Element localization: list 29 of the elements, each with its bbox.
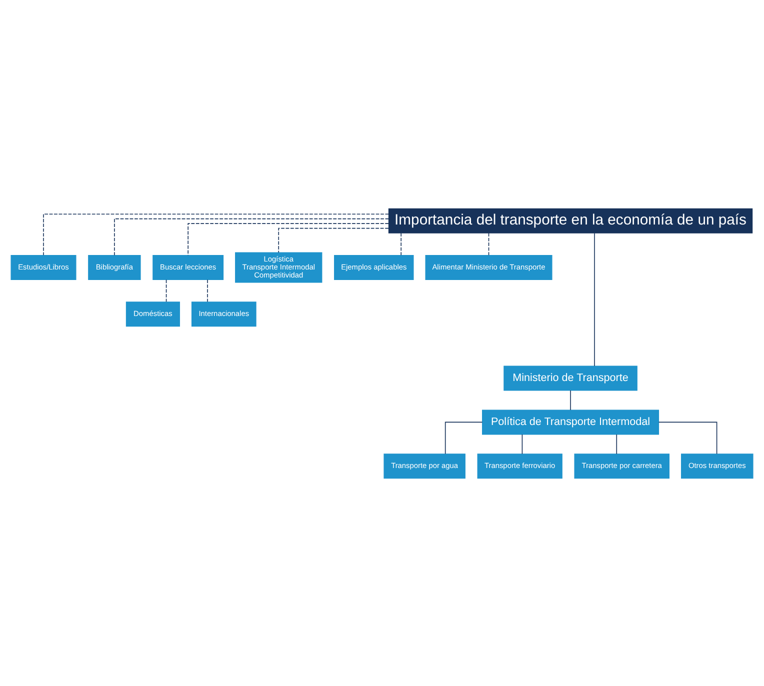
node-box: Ministerio de Transporte <box>504 365 638 390</box>
connector <box>488 232 490 256</box>
connector <box>43 213 389 256</box>
node-box: Política de Transporte Intermodal <box>482 409 660 434</box>
connector <box>570 390 571 410</box>
node-box: Transporte ferroviario <box>477 453 562 478</box>
connector <box>114 218 390 256</box>
connector <box>188 222 389 256</box>
node-box: Importancia del transporte en la economía de un país <box>388 208 753 233</box>
connector <box>278 227 389 252</box>
node-box: Internacionales <box>191 301 256 326</box>
connector <box>166 278 167 302</box>
connector <box>522 434 523 454</box>
node-box: Domésticas <box>126 301 180 326</box>
node-box: Alimentar Ministerio de Transporte <box>425 254 552 280</box>
connector <box>616 434 618 454</box>
node-box: Otros transportes <box>680 453 754 478</box>
node-box: Buscar lecciones <box>152 254 224 280</box>
connector <box>594 232 595 366</box>
connector <box>400 232 402 256</box>
connector <box>207 278 208 302</box>
connector <box>658 421 718 454</box>
node-box: Logística Transporte Intermodal Competitividad <box>235 252 322 282</box>
node-box: Ejemplos aplicables <box>334 254 414 280</box>
node-box: Estudios/Libros <box>10 254 76 280</box>
node-box: Bibliografía <box>88 254 141 280</box>
node-box: Transporte por agua <box>384 453 466 478</box>
node-box: Transporte por carretera <box>574 453 670 478</box>
connector <box>444 421 483 454</box>
